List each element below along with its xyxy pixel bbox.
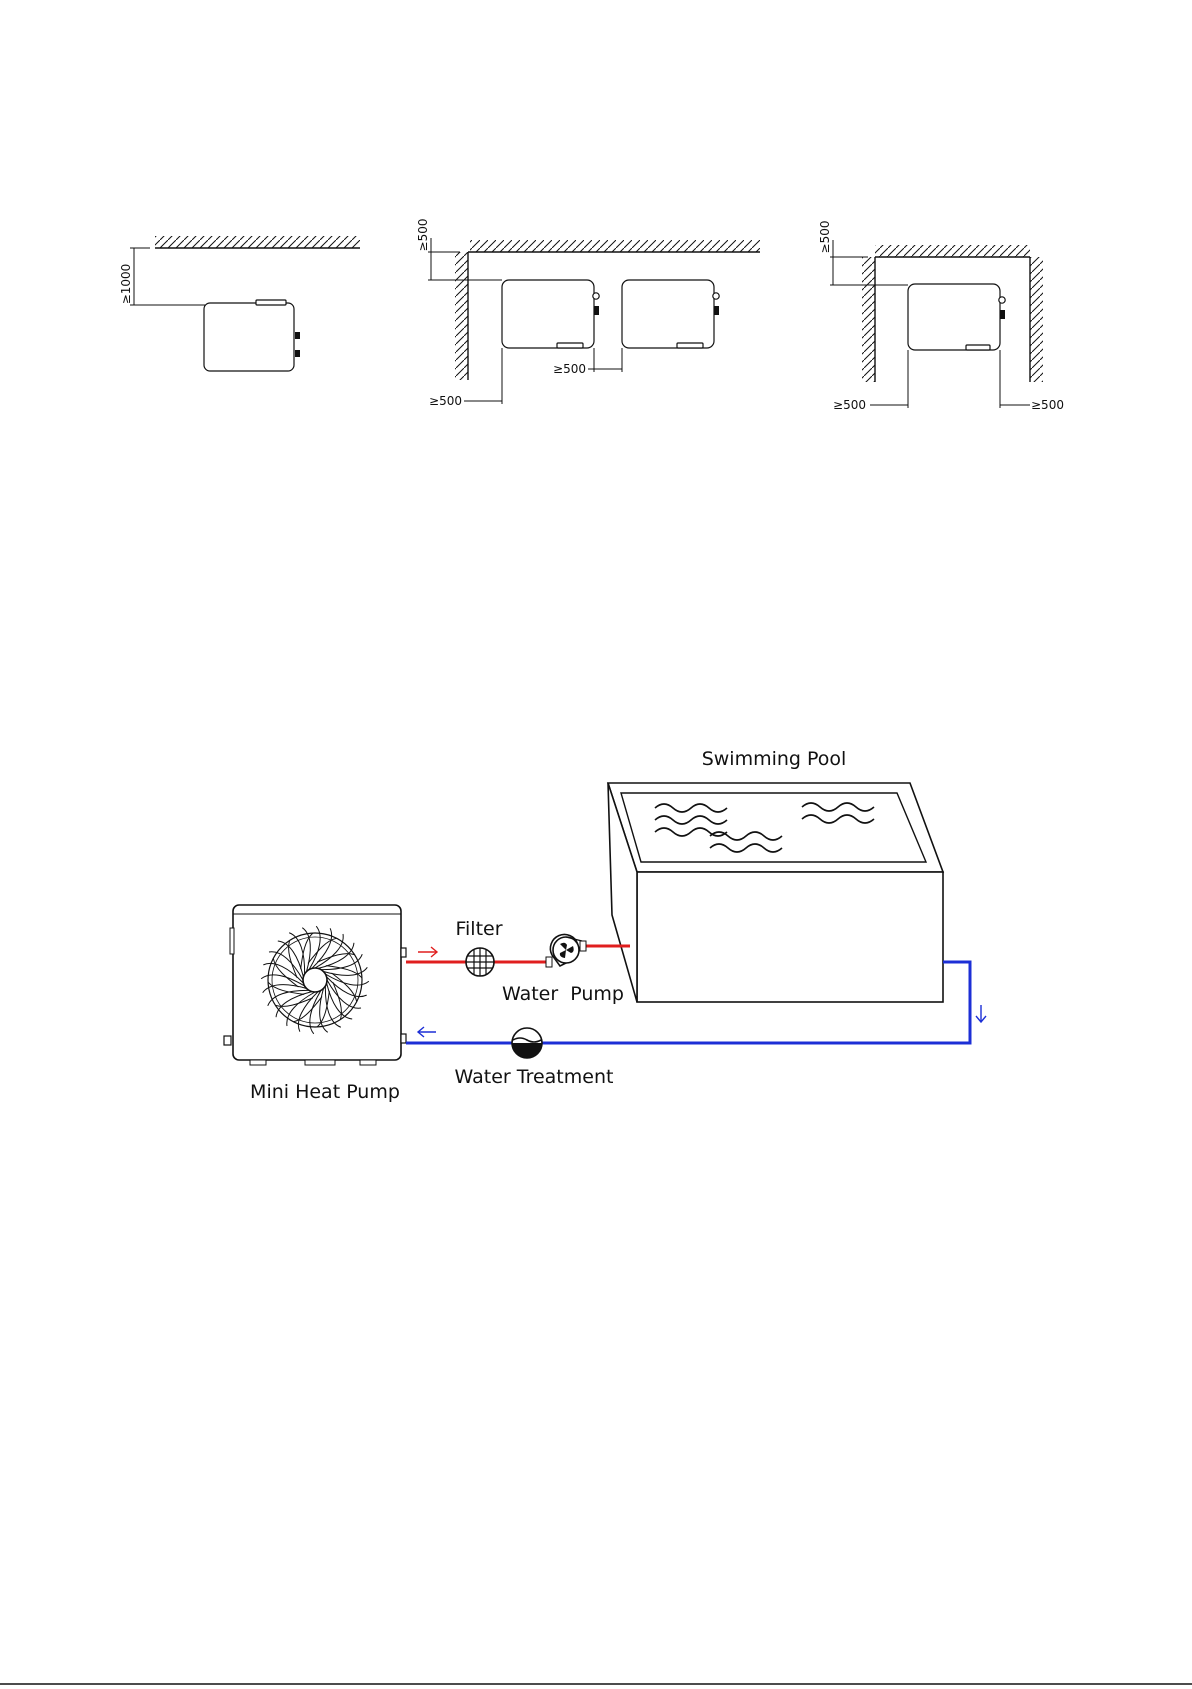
water-pump-icon: [546, 934, 586, 967]
wall-hatch-right: [1030, 257, 1043, 382]
heat-pump-unit: [622, 280, 719, 348]
arrow-down-icon: [976, 1005, 986, 1022]
ceiling-hatch: [155, 236, 360, 248]
dim-right-enclosed: ≥500: [1031, 398, 1064, 412]
dim-top-enclosed: ≥500: [818, 221, 832, 254]
clearance-diagram-double: ≥500 ≥500 ≥500: [416, 219, 760, 408]
clearance-diagram-enclosed: ≥500 ≥500 ≥500: [818, 221, 1064, 412]
wall-hatch-left: [862, 257, 875, 382]
dim-left-enclosed: ≥500: [833, 398, 866, 412]
water-treatment-icon: [512, 1028, 542, 1058]
heat-pump-unit: [502, 280, 599, 348]
supply-line: [406, 946, 630, 962]
filter-label: Filter: [455, 918, 502, 940]
pool-flow-diagram: Swimming Pool: [224, 748, 986, 1103]
heat-pump-unit: [908, 284, 1005, 350]
swimming-pool: [608, 783, 943, 1002]
pool-label: Swimming Pool: [702, 748, 847, 770]
dim-top-double: ≥500: [416, 219, 430, 252]
treatment-label: Water Treatment: [455, 1066, 614, 1088]
pump-label: Water Pump: [502, 983, 624, 1005]
heat-pump-unit: [204, 300, 300, 371]
mini-heat-pump: [224, 905, 406, 1065]
filter-icon: [466, 948, 494, 976]
dim-top-single: ≥1000: [119, 264, 133, 305]
dim-between-double: ≥500: [553, 362, 586, 376]
arrow-left-icon: [418, 1027, 436, 1037]
heat-pump-label: Mini Heat Pump: [250, 1081, 400, 1103]
dim-left-double: ≥500: [429, 394, 462, 408]
clearance-diagram-single: ≥1000: [119, 236, 360, 371]
wall-hatch: [455, 252, 468, 380]
ceiling-hatch: [470, 240, 760, 252]
ceiling-hatch: [875, 245, 1030, 257]
arrow-right-icon: [418, 947, 437, 957]
